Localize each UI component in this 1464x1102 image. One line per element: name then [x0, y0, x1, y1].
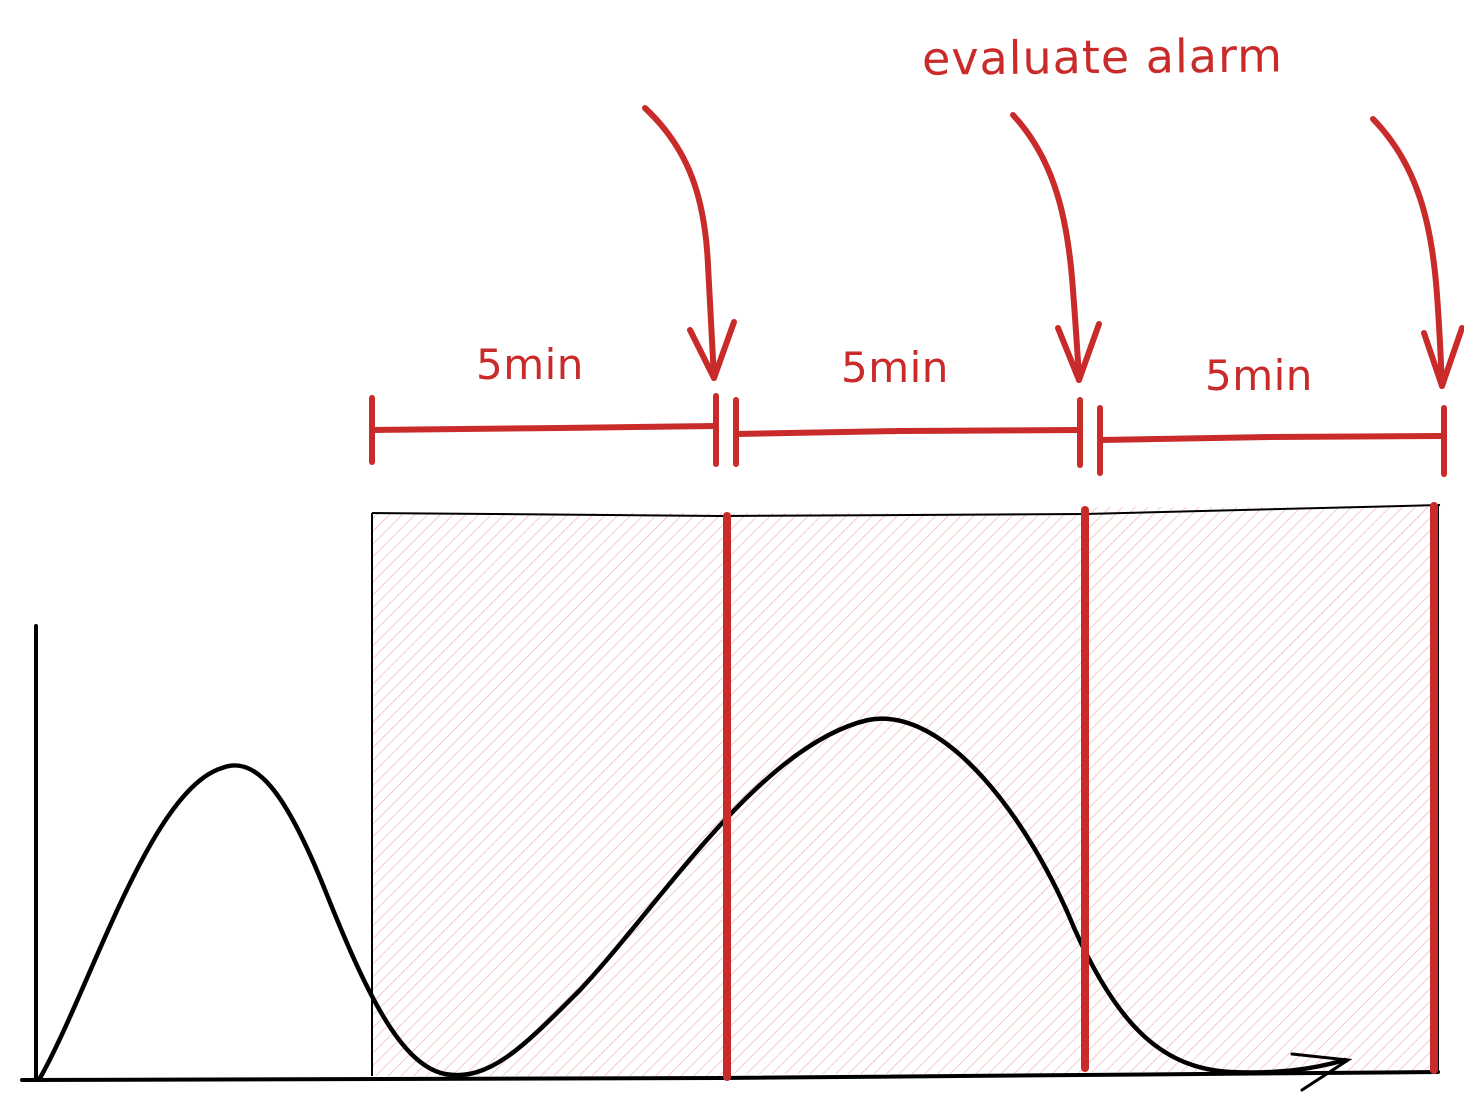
interval-bracket-2	[733, 397, 1083, 468]
x-axis	[20, 1070, 1440, 1082]
interval-brackets	[369, 393, 1447, 477]
interval-label: 5min	[1205, 351, 1313, 400]
window-region-3	[1085, 507, 1435, 1072]
window-region-2	[726, 513, 1085, 1074]
window-regions	[372, 507, 1435, 1076]
signal-curve	[37, 716, 1348, 1081]
x-axis-arrowhead	[1290, 1052, 1353, 1092]
evaluation-arrows	[642, 105, 1464, 389]
arrow-down-icon	[1370, 116, 1464, 389]
evaluate-alarm-label: evaluate alarm	[921, 28, 1284, 86]
interval-label: 5min	[476, 340, 584, 389]
window-region-1	[372, 513, 726, 1076]
interval-bracket-3	[1097, 405, 1447, 477]
interval-bracket-1	[369, 393, 719, 467]
arrow-down-icon	[1010, 112, 1102, 383]
axes	[20, 624, 1440, 1092]
evaluation-lines	[723, 502, 1438, 1081]
interval-label: 5min	[841, 343, 949, 392]
arrow-down-icon	[642, 105, 737, 381]
